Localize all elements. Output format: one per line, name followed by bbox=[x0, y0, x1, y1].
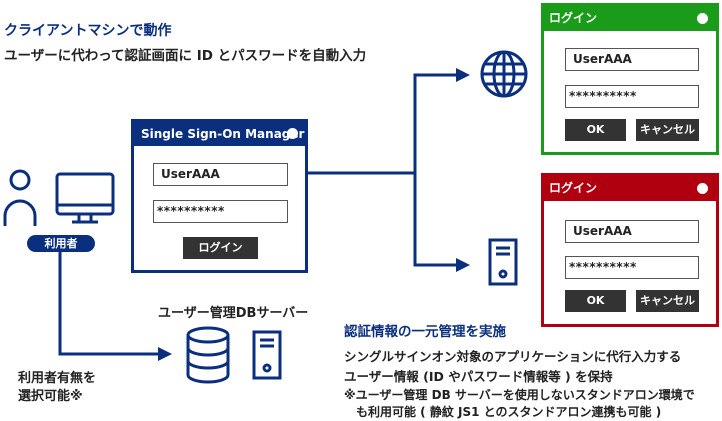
description-line1: シングルサインオン対象のアプリケーションに代行入力する bbox=[344, 349, 682, 364]
line-branch-to-server bbox=[413, 173, 458, 267]
description-note1: ※ユーザー管理 DB サーバーを使用しないスタンドアロン環境で bbox=[344, 388, 695, 402]
server-cancel-button[interactable]: キャンセル bbox=[636, 290, 699, 312]
sso-window-title: Single Sign-On Manager bbox=[141, 127, 305, 141]
user-note: 利用者有無を 選択可能※ bbox=[18, 370, 96, 406]
sso-login-button[interactable]: ログイン bbox=[183, 237, 258, 259]
window-status-dot bbox=[287, 128, 298, 139]
web-password-field[interactable]: ********** bbox=[565, 85, 699, 108]
web-login-title: ログイン bbox=[549, 11, 598, 25]
web-username-field[interactable]: UserAAA bbox=[565, 48, 699, 71]
header-subtitle: ユーザーに代わって認証画面に ID とパスワードを自動入力 bbox=[4, 48, 367, 64]
sso-username-field[interactable]: UserAAA bbox=[153, 163, 288, 186]
server-icon bbox=[488, 238, 518, 286]
db-server-label: ユーザー管理DBサーバー bbox=[158, 306, 309, 321]
globe-icon bbox=[480, 50, 528, 98]
server-icon bbox=[252, 330, 282, 380]
description-note2: も利用可能 ( 静紋 JS1 とのスタンドアロン連携も可能 ) bbox=[356, 405, 662, 419]
person-icon bbox=[3, 169, 37, 226]
description-line2: ユーザー情報 (ID やパスワード情報等 ) を保持 bbox=[344, 369, 613, 384]
line-branch-to-globe bbox=[413, 73, 458, 173]
arrow-to-globe bbox=[456, 68, 470, 82]
server-username-field[interactable]: UserAAA bbox=[565, 220, 699, 243]
user-note-line1: 利用者有無を bbox=[18, 371, 97, 386]
server-login-window: ログイン UserAAA ********** OK キャンセル bbox=[541, 173, 719, 327]
web-login-window: ログイン UserAAA ********** OK キャンセル bbox=[541, 3, 719, 155]
arrow-to-server bbox=[456, 258, 470, 272]
line-user-to-db bbox=[58, 252, 160, 356]
server-login-titlebar: ログイン bbox=[544, 176, 716, 201]
server-login-title: ログイン bbox=[549, 181, 598, 195]
sso-window: Single Sign-On Manager UserAAA *********… bbox=[131, 119, 308, 273]
sso-password-field[interactable]: ********** bbox=[153, 200, 288, 223]
server-ok-button[interactable]: OK bbox=[565, 290, 626, 312]
sso-window-titlebar: Single Sign-On Manager bbox=[134, 122, 305, 146]
web-login-titlebar: ログイン bbox=[544, 6, 716, 31]
user-note-line2: 選択可能※ bbox=[18, 389, 83, 404]
header-title: クライアントマシンで動作 bbox=[4, 23, 172, 39]
web-cancel-button[interactable]: キャンセル bbox=[636, 119, 699, 141]
user-label: 利用者 bbox=[27, 235, 95, 252]
database-icon bbox=[186, 326, 230, 384]
window-status-dot bbox=[697, 183, 708, 194]
server-password-field[interactable]: ********** bbox=[565, 256, 699, 279]
window-status-dot bbox=[697, 13, 708, 24]
monitor-icon bbox=[55, 172, 115, 224]
description-heading: 認証情報の一元管理を実施 bbox=[344, 324, 506, 340]
web-ok-button[interactable]: OK bbox=[565, 119, 626, 141]
arrow-to-db bbox=[158, 347, 172, 361]
